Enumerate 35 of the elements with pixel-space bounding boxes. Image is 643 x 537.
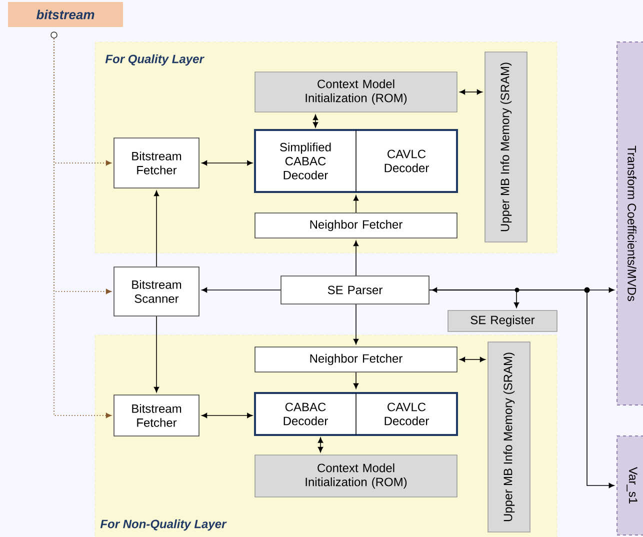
- arrow: [202, 287, 281, 293]
- decoder-cell: CABAC Decoder: [284, 402, 328, 426]
- process-box: Bitstream Fetcher: [114, 138, 200, 188]
- arrow: [429, 290, 614, 488]
- output-bar: Var_s1: [616, 436, 643, 536]
- input-label: bitstream: [8, 2, 123, 27]
- arrow: [353, 372, 359, 389]
- memory-box: Upper MB Info Memory (SRAM): [488, 342, 530, 532]
- arrow: [154, 316, 160, 392]
- register-box: SE Register: [448, 310, 558, 332]
- decoder-cell: CAVLC Decoder: [384, 150, 429, 172]
- arrow: [353, 195, 359, 213]
- process-box: Bitstream Fetcher: [114, 394, 200, 436]
- arrow: [460, 356, 486, 362]
- decoder-cell: Simplified CABAC Decoder: [280, 142, 331, 180]
- memory-box: Upper MB Info Memory (SRAM): [484, 52, 528, 242]
- arrow: [202, 412, 253, 418]
- process-box: Bitstream Scanner: [114, 266, 200, 316]
- memory-box: Context Model Initialization (ROM): [254, 72, 458, 112]
- process-box: Neighbor Fetcher: [254, 346, 458, 372]
- arrow: [353, 240, 359, 276]
- memory-box: Context Model Initialization (ROM): [254, 454, 458, 498]
- decoder-box: [254, 129, 458, 193]
- decoder-box: [254, 392, 458, 436]
- arrow: [312, 114, 318, 128]
- process-box: Neighbor Fetcher: [254, 212, 458, 238]
- arrow: [202, 160, 253, 166]
- arrow: [154, 190, 160, 267]
- process-box: SE Parser: [280, 276, 430, 304]
- output-bar: Transform Coefficients/MVDs: [616, 42, 643, 406]
- arrow: [318, 437, 324, 452]
- dotted-arrow: [54, 38, 112, 418]
- decoder-cell: CAVLC Decoder: [384, 402, 429, 426]
- arrow: [353, 304, 359, 344]
- arrow: [460, 89, 482, 95]
